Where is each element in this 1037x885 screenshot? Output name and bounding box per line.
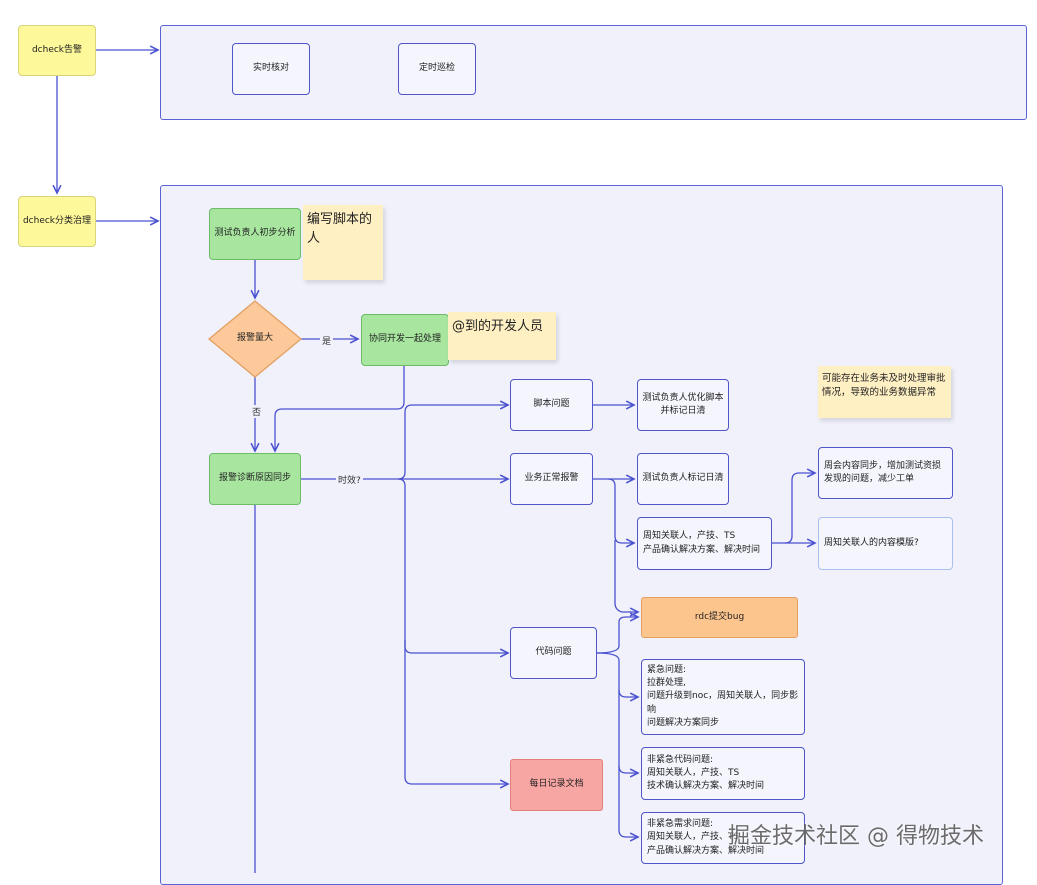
optimize-script-node[interactable]: 测试负责人优化脚本 并标记日清 bbox=[637, 379, 729, 431]
non-urgent-code-node[interactable]: 非紧急代码问题: 周知关联人，产技、TS 技术确认解决方案、解决时间 bbox=[641, 747, 805, 800]
weekly-sync-node[interactable]: 周会内容同步，增加测试资损 发现的问题，减少工单 bbox=[818, 447, 953, 499]
scheduled-inspect-node[interactable]: 定时巡检 bbox=[398, 43, 476, 95]
note-possible-cause[interactable]: 可能存在业务未及时处理审批情况，导致的业务数据异常 bbox=[818, 366, 951, 418]
coop-dev-node[interactable]: 协同开发一起处理 bbox=[361, 314, 449, 366]
rdc-bug-node[interactable]: rdc提交bug bbox=[641, 597, 798, 638]
daily-doc-node[interactable]: 每日记录文档 bbox=[510, 759, 603, 811]
note-script-writer[interactable]: 编写脚本的人 bbox=[303, 205, 383, 280]
watermark: 掘金技术社区 @ 得物技术 bbox=[728, 824, 984, 849]
script-issue-node[interactable]: 脚本问题 bbox=[510, 379, 593, 431]
non-urgent-req-node[interactable]: 非紧急需求问题: 周知关联人，产技、TS 产品确认解决方案、解决时间 bbox=[641, 812, 805, 864]
timeliness-label: 时效? bbox=[336, 473, 363, 486]
business-normal-node[interactable]: 业务正常报警 bbox=[510, 453, 593, 505]
code-issue-node[interactable]: 代码问题 bbox=[510, 627, 597, 679]
dcheck-alert-node[interactable]: dcheck告警 bbox=[18, 25, 96, 76]
notify-template-node[interactable]: 周知关联人的内容模版? bbox=[818, 517, 953, 570]
decision-diamond bbox=[207, 300, 303, 378]
decision-label[interactable]: 报警量大 bbox=[236, 333, 273, 344]
notify-related-node[interactable]: 周知关联人，产技、TS 产品确认解决方案、解决时间 bbox=[637, 517, 772, 570]
realtime-check-node[interactable]: 实时核对 bbox=[232, 43, 310, 95]
note-at-dev[interactable]: @到的开发人员 bbox=[448, 312, 556, 360]
urgent-issue-node[interactable]: 紧急问题: 拉群处理, 问题升级到noc，周知关联人，同步影响 问题解决方案同步 bbox=[641, 659, 805, 735]
yes-label: 是 bbox=[320, 334, 334, 347]
diagnose-sync-node[interactable]: 报警诊断原因同步 bbox=[209, 453, 301, 505]
mark-daily-node[interactable]: 测试负责人标记日清 bbox=[637, 453, 729, 505]
initial-analysis-node[interactable]: 测试负责人初步分析 bbox=[209, 208, 301, 260]
no-label: 否 bbox=[250, 405, 264, 418]
dcheck-classify-node[interactable]: dcheck分类治理 bbox=[18, 196, 96, 247]
